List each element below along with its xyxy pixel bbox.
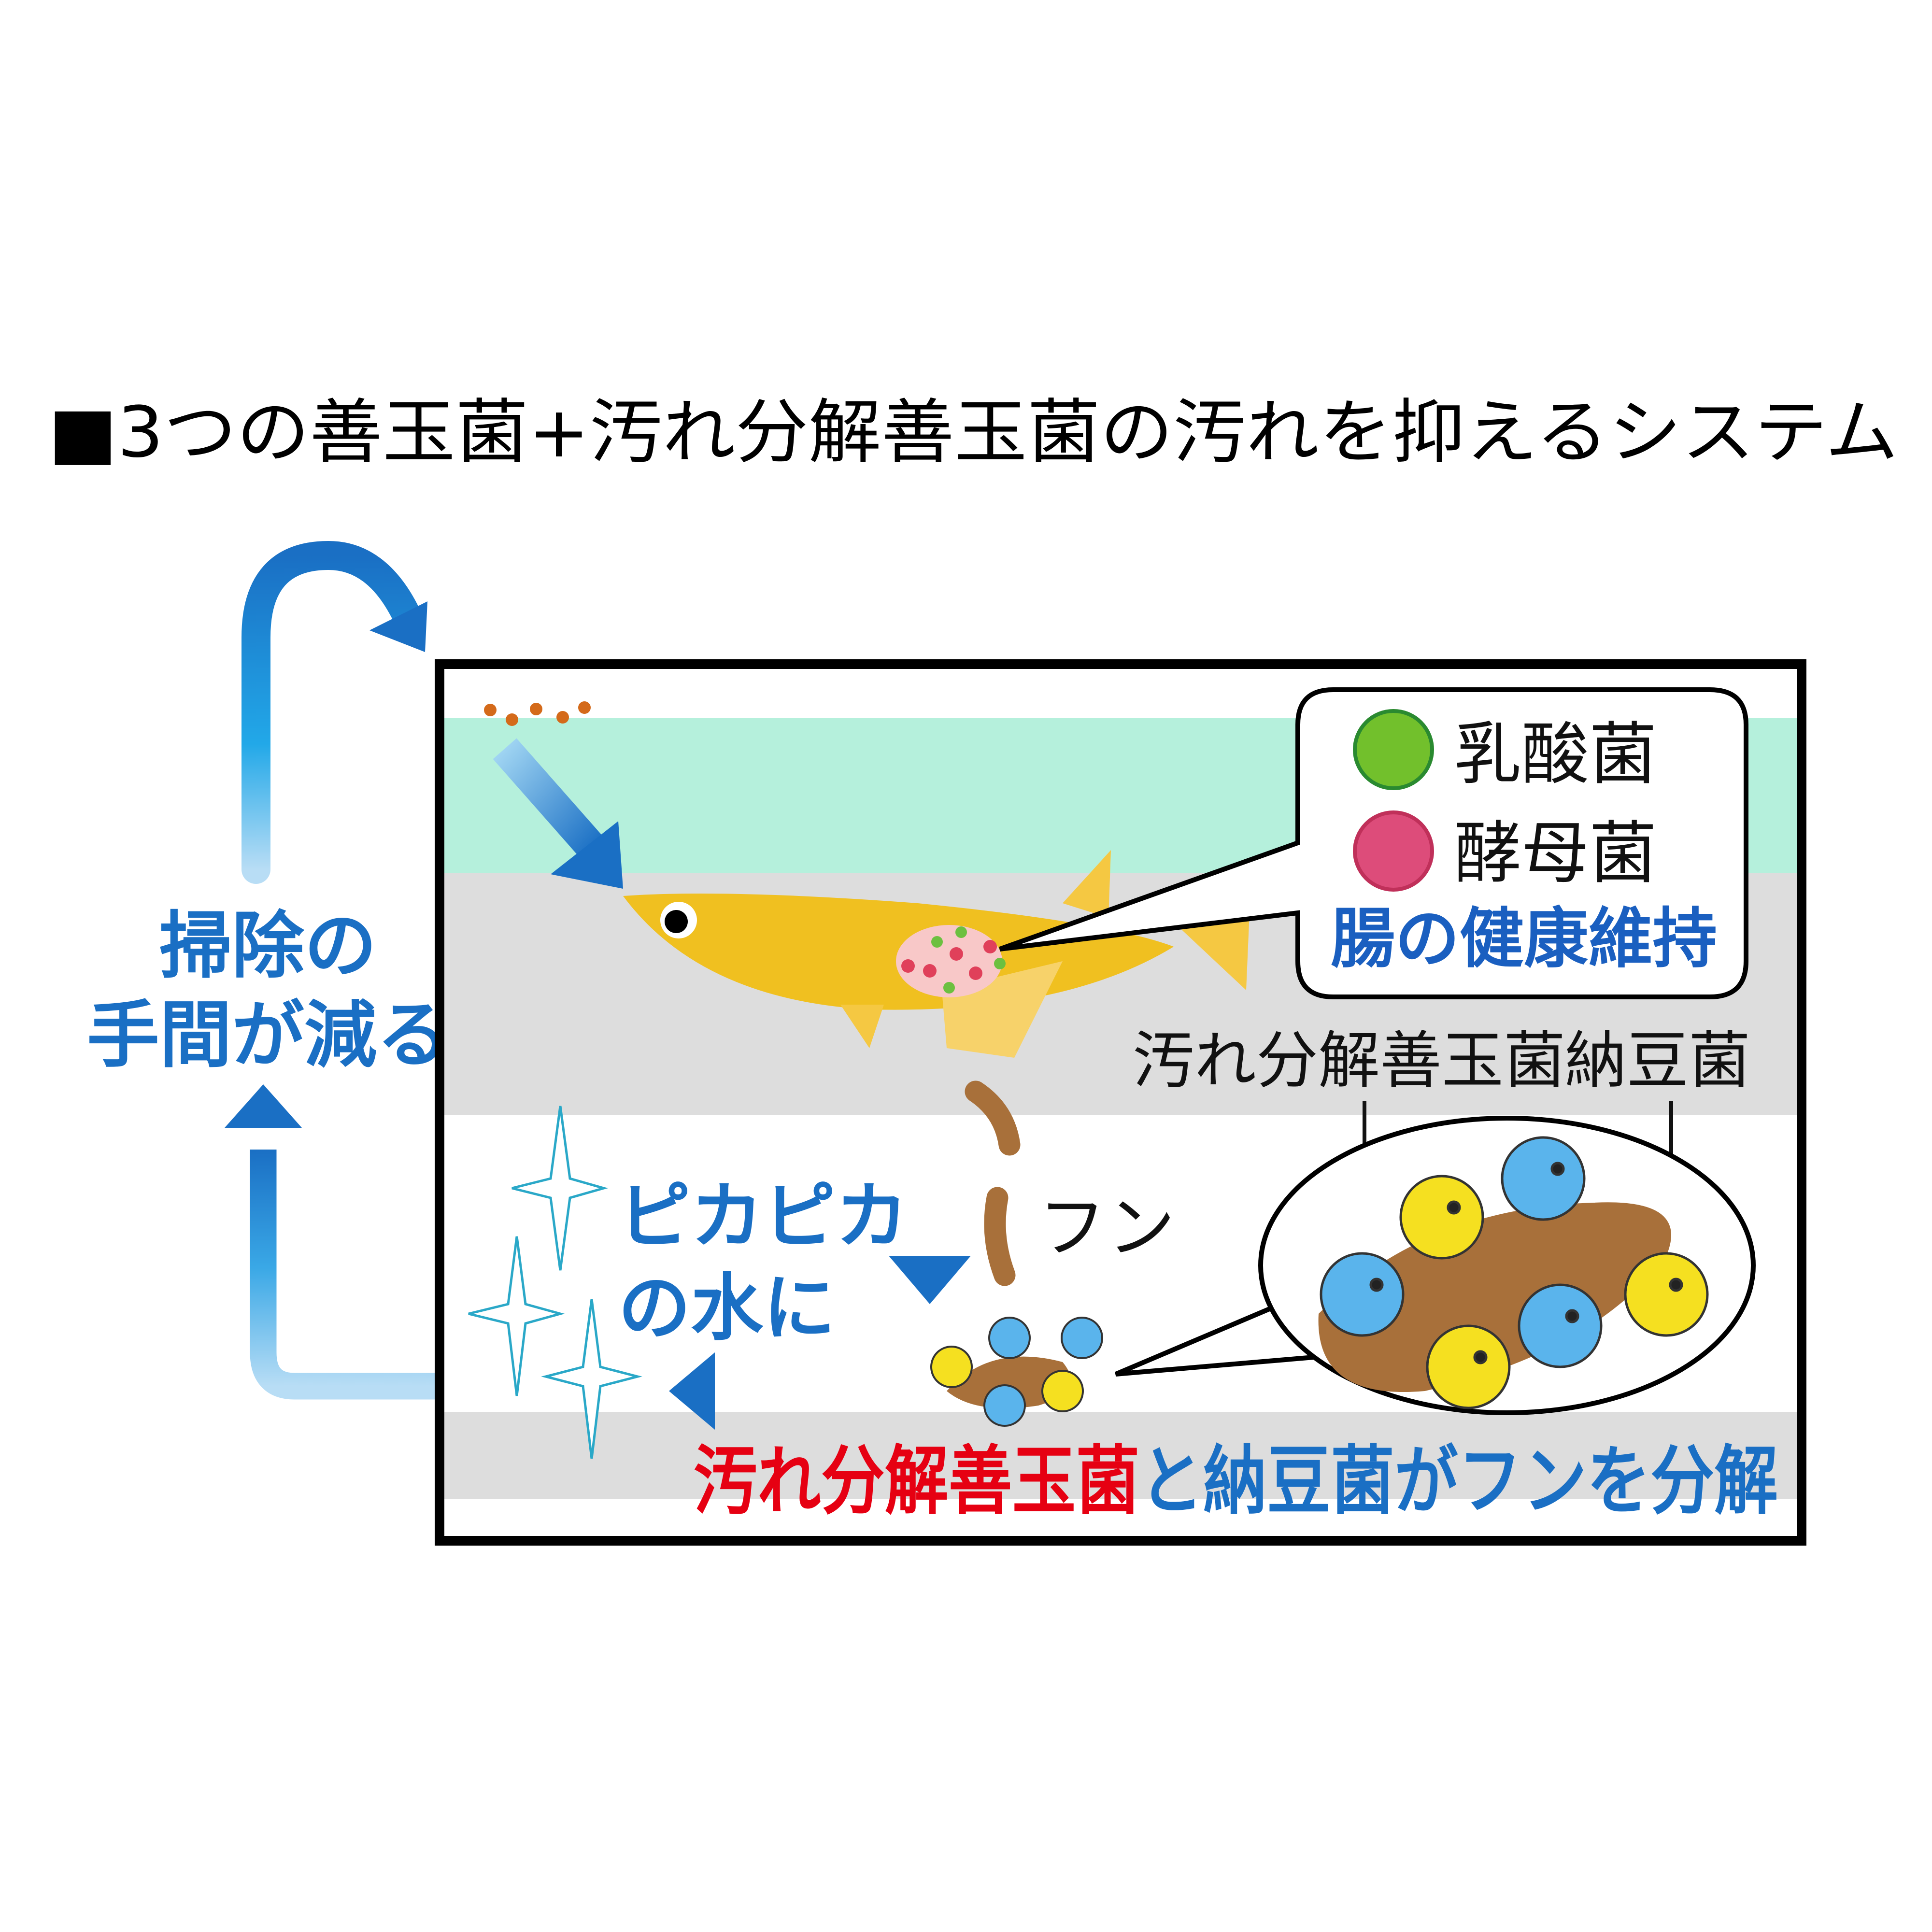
natto-bacteria-icon: [1320, 1252, 1405, 1337]
bottom-caption-red: 汚れ分解善玉菌: [694, 1437, 1139, 1525]
clean-water-line1: ピカピカ: [618, 1175, 908, 1259]
cleaning-bacteria-icon: [1426, 1324, 1511, 1409]
cycle-arrow: [225, 540, 507, 1400]
lactic-bacteria-dot: [1353, 709, 1434, 790]
bacteria-cluster-icon: [930, 1317, 1103, 1427]
food-arrow: [493, 738, 606, 861]
page-title: ■3つの善玉菌+汚れ分解善玉菌の汚れを抑えるシステム: [48, 392, 1898, 473]
sparkle-icon: [468, 1106, 642, 1459]
left-arrow-head: [669, 1352, 715, 1430]
bacteria-heading-left: 汚れ分解善玉菌: [1133, 1025, 1565, 1097]
yeast-label: 酵母菌: [1454, 814, 1657, 893]
clean-water-line2: の水に: [618, 1266, 836, 1350]
natto-bacteria-icon: [1501, 1136, 1586, 1221]
lactic-bacteria-label: 乳酸菌: [1454, 715, 1657, 794]
food-pellets-icon: [484, 701, 591, 726]
cycle-label-line1: 掃除の: [159, 904, 377, 988]
bottom-caption-blue: と納豆菌がフンを分解: [1139, 1437, 1778, 1525]
bottom-caption: 汚れ分解善玉菌と納豆菌がフンを分解: [694, 1437, 1778, 1525]
cleaning-bacteria-icon: [1399, 1175, 1484, 1260]
cleaning-bacteria-icon: [1624, 1252, 1709, 1337]
yeast-dot: [1353, 810, 1434, 892]
fish-icon: [623, 850, 1251, 1058]
cycle-label-line2: 手間が減る: [87, 994, 449, 1078]
food-arrow-head: [551, 821, 623, 889]
natto-bacteria-icon: [1518, 1283, 1603, 1368]
gut-health-caption: 腸の健康維持: [1331, 901, 1717, 977]
waste-label: フン: [1038, 1189, 1175, 1267]
down-arrow-head: [889, 1256, 971, 1304]
waste-icon: [965, 1080, 1021, 1286]
magnified-view: [1115, 1116, 1756, 1415]
bacteria-heading-right: 納豆菌: [1565, 1025, 1750, 1097]
